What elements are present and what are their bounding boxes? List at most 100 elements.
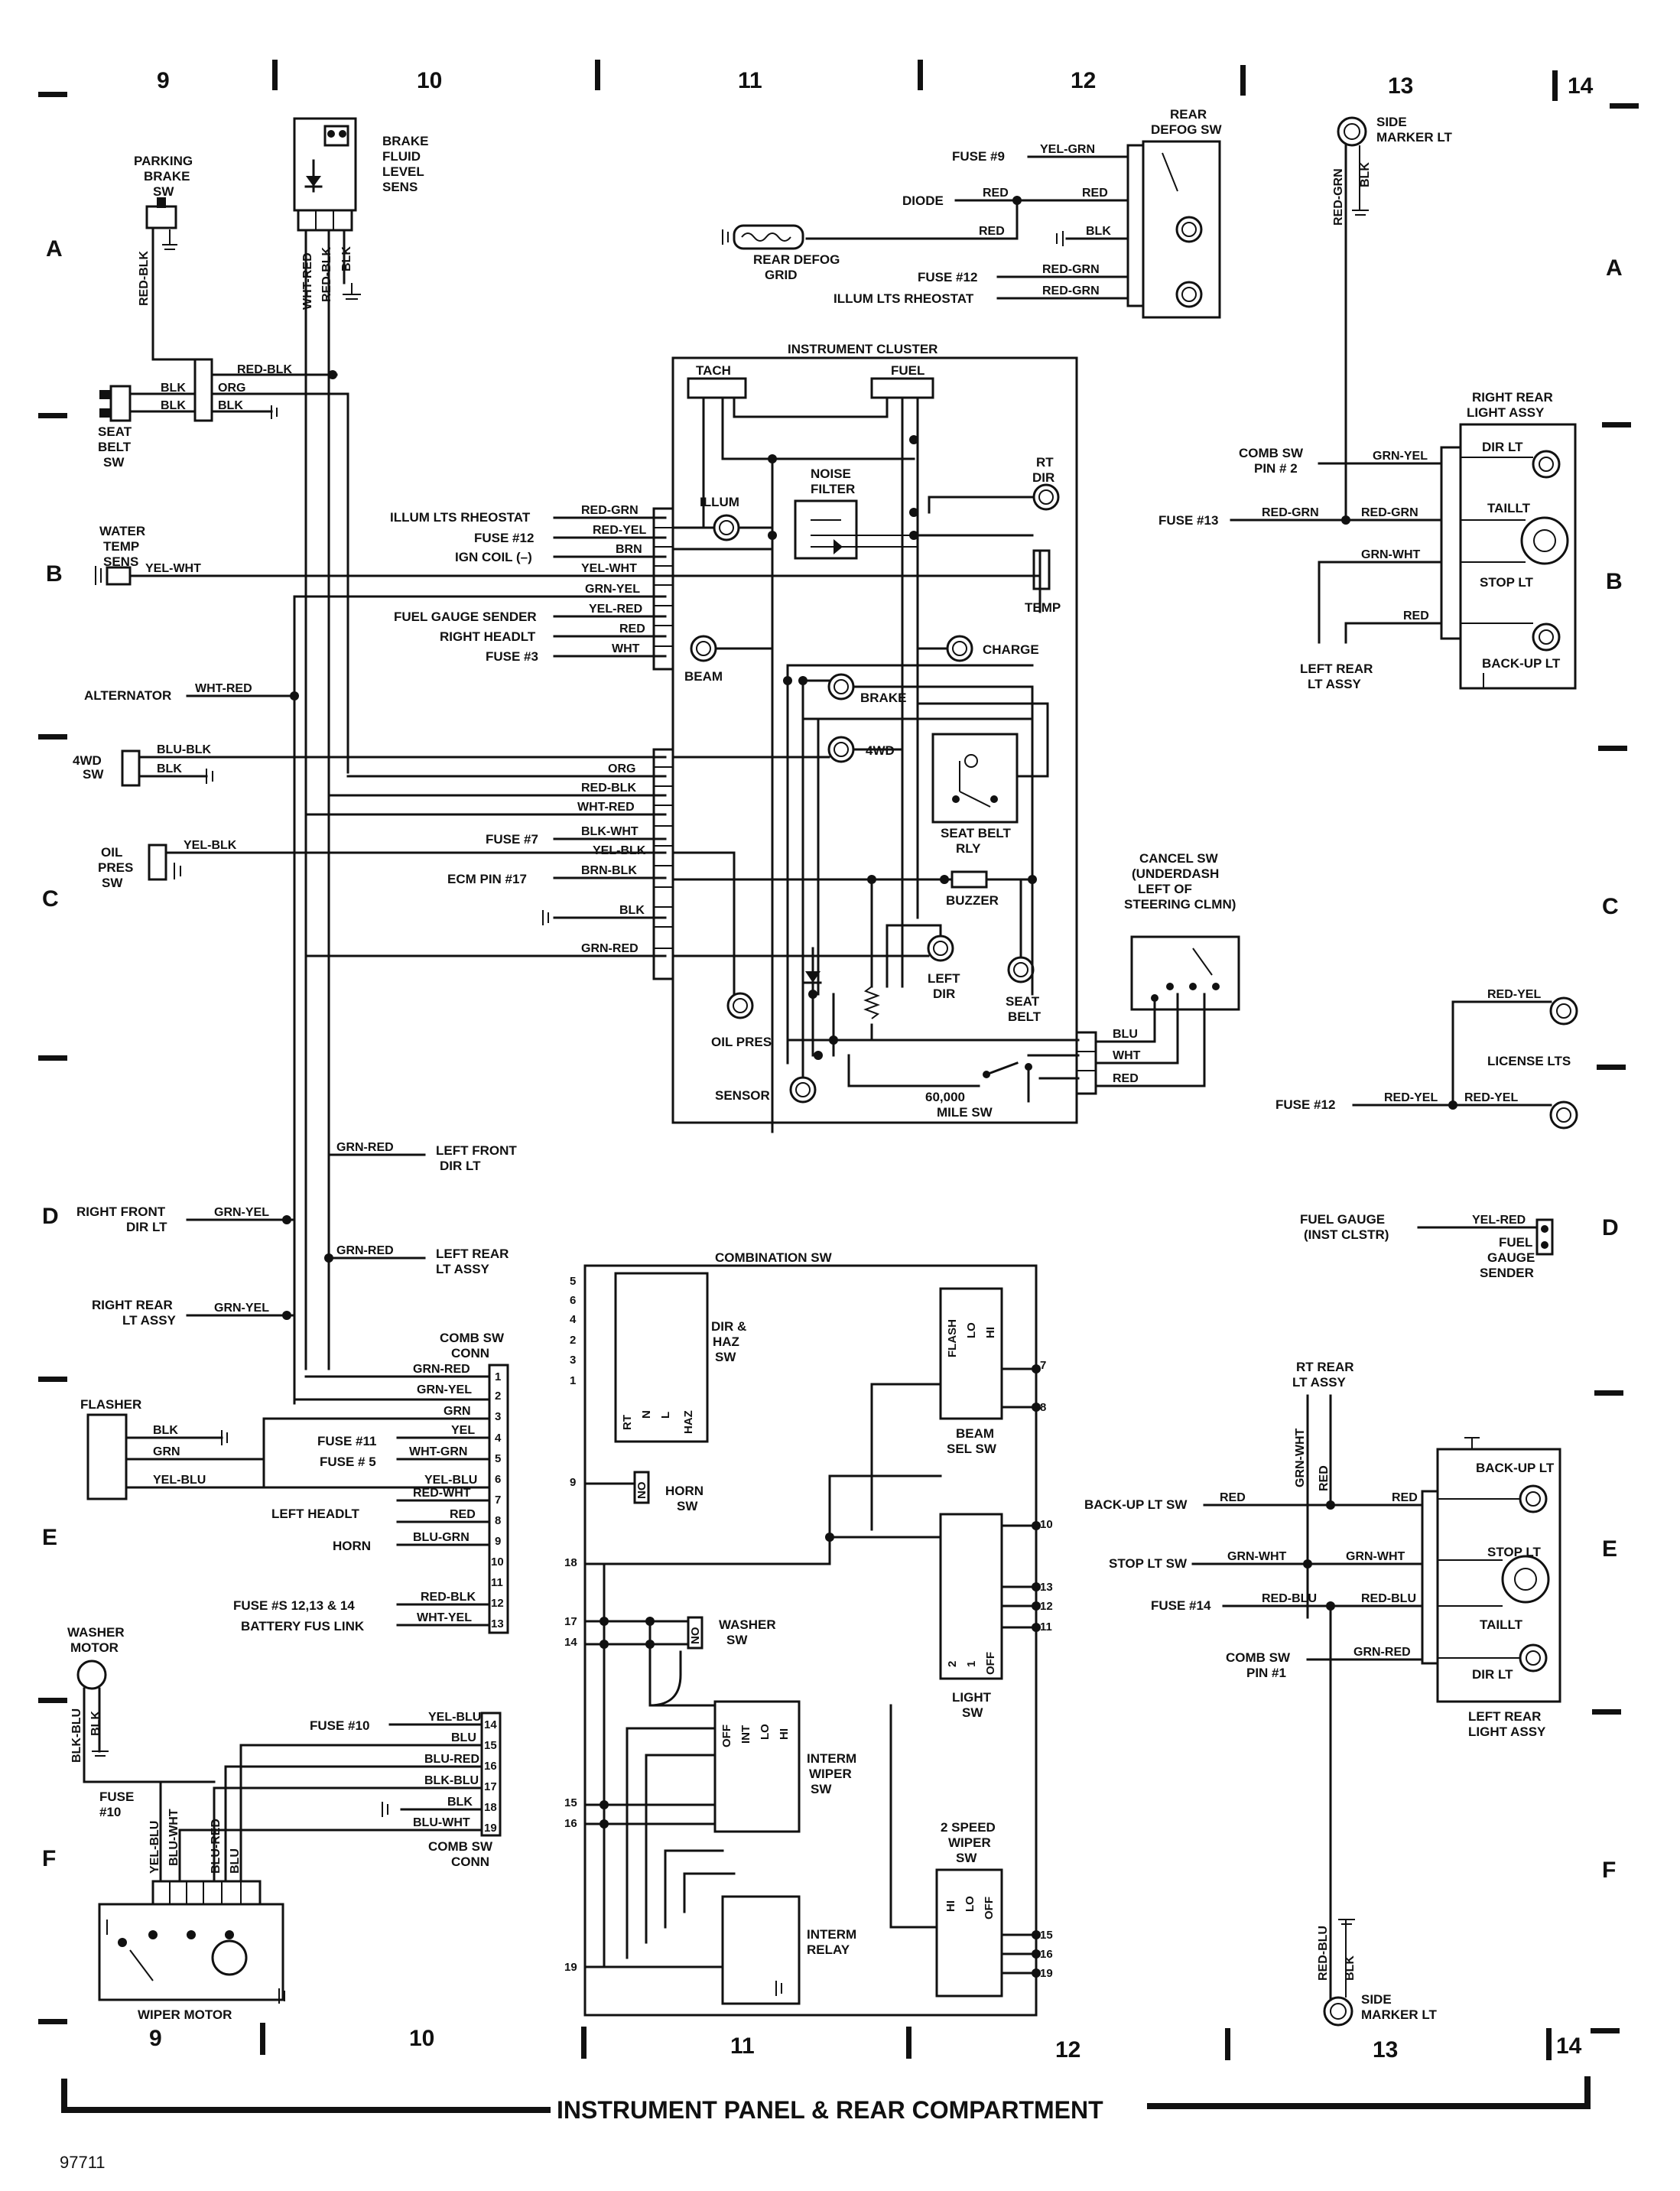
components-wd4-sw-1-label: SW <box>83 767 104 782</box>
wires-blk-blu2-label: BLK-BLU <box>424 1774 479 1787</box>
wires-grn-wht-label: GRN-WHT <box>1227 1550 1287 1563</box>
components-parking-brake-sw-2-label: SW <box>153 184 174 199</box>
wires-yel-red-label: YEL-RED <box>1472 1214 1526 1227</box>
side-marker-bottom: SIDE MARKER LT RED-BLU BLK <box>1317 1919 1437 2027</box>
switch-cols-light-0-label: 2 <box>946 1661 959 1667</box>
footer-title-bar: INSTRUMENT PANEL & REAR COMPARTMENT 9771… <box>60 2076 1591 2172</box>
row-label-left-D: D <box>42 1204 59 1229</box>
components-comb-sw-conn-1-label: CONN <box>451 1855 489 1869</box>
components-right-front-dir-lt-1-label: DIR LT <box>126 1220 167 1234</box>
row-label-right-A: A <box>1606 255 1623 281</box>
wires-red-blu-label: RED-BLU <box>1361 1592 1416 1605</box>
cs-right-pins-2-label: 10 <box>1040 1518 1053 1531</box>
conn-pins-top-1-label: 2 <box>495 1390 501 1403</box>
left-refs-battery-fus-link-label: BATTERY FUS LINK <box>241 1619 365 1633</box>
wires-blu-label: BLU <box>229 1848 242 1874</box>
switch-cols-beam-1-label: LO <box>965 1322 978 1338</box>
wires-grn-wht-label: GRN-WHT <box>1361 548 1421 561</box>
wires-wht-red-label: WHT-RED <box>301 252 314 310</box>
components-interm-relay-0-label: INTERM <box>807 1927 856 1942</box>
switch-cols-dir-haz-3-label: HAZ <box>682 1410 695 1434</box>
components-light-sw-1-label: SW <box>962 1705 983 1720</box>
row-label-left-C: C <box>42 886 59 912</box>
components-oil-pres-label: OIL PRES <box>711 1035 772 1049</box>
components-combination-sw-label: COMBINATION SW <box>715 1250 833 1265</box>
dirhaz-pins-3-label: 2 <box>570 1334 576 1347</box>
components-rear-defog-sw-1-label: DEFOG SW <box>1151 122 1223 137</box>
components-brake-fluid-level-sens-1-label: FLUID <box>382 149 421 164</box>
components-rt-dir-1-label: DIR <box>1032 470 1054 485</box>
components-interm-relay-1-label: RELAY <box>807 1942 850 1957</box>
wires-org-label: ORG <box>608 762 635 775</box>
wires-yel-blk-label: YEL-BLK <box>184 839 237 852</box>
components-seat-belt-rly-0-label: SEAT BELT <box>941 826 1012 840</box>
wires-brn-blk-label: BRN-BLK <box>581 864 637 877</box>
wires-grn-label: GRN <box>153 1445 180 1458</box>
wires-red-label: RED <box>1403 610 1429 623</box>
wires-blk-label: BLK <box>89 1711 102 1736</box>
components-sensor-label: SENSOR <box>715 1088 770 1103</box>
left-refs-fuel-gauge-sender-label: FUEL GAUGE SENDER <box>394 610 537 624</box>
wires-grn-yel-label: GRN-YEL <box>214 1302 269 1315</box>
left-refs-fuse-s-label: FUSE #S 12,13 & 14 <box>233 1598 355 1613</box>
dirhaz-pins-5-label: 1 <box>570 1374 576 1387</box>
water-temp-sensor: WATER TEMP SENS YEL-WHT <box>95 524 1041 586</box>
brake-fluid-level-sensor: BRAKE FLUID LEVEL SENS WHT-RED RED-BLK B… <box>293 117 428 1370</box>
components-washer-motor-0-label: WASHER <box>67 1625 125 1640</box>
components-left-rear-lt-assy-1-label: LT ASSY <box>1308 677 1362 691</box>
left-refs-fuse9-label: FUSE #9 <box>952 149 1005 164</box>
left-refs-left-headlt-label: LEFT HEADLT <box>271 1507 360 1521</box>
wires-wht-grn-label: WHT-GRN <box>409 1445 467 1458</box>
4wd-switch: 4WD SW BLU-BLK BLK <box>73 743 667 787</box>
left-refs-fuse10b-1-label: #10 <box>99 1805 121 1819</box>
wires-red-label: RED <box>1318 1465 1331 1491</box>
fuel-gauge-sender: FUEL GAUGE (INST CLSTR) YEL-RED FUEL GAU… <box>1300 1212 1554 1280</box>
components-left-dir-0-label: LEFT <box>928 971 960 986</box>
components-seat-belt-rly-1-label: RLY <box>956 841 981 856</box>
switch-cols-washer-no-label: NO <box>689 1627 702 1644</box>
components-parking-brake-sw-0-label: PARKING <box>134 154 193 168</box>
oil-pressure-switch: OIL PRES SW YEL-BLK <box>98 839 667 890</box>
components-speed-wiper-sw-0-label: 2 SPEED <box>941 1820 996 1835</box>
components-dir-haz-sw-2-label: SW <box>715 1350 736 1364</box>
left-refs-ecm-pin17-label: ECM PIN #17 <box>447 872 527 886</box>
components-comb-sw-conn-0-label: COMB SW <box>428 1839 493 1854</box>
col-label-bottom-10: 10 <box>409 2026 434 2051</box>
left-rear-light-assy: RT REAR LT ASSY GRN-WHT RED BACK-UP LT S… <box>1084 1360 1561 2001</box>
components-left-rear-lt-assy-mid-1-label: LT ASSY <box>436 1262 490 1276</box>
left-refs-fuse5-label: FUSE # 5 <box>320 1455 376 1469</box>
cs-right-pins-5-label: 11 <box>1040 1620 1052 1633</box>
wires-grn-red-label: GRN-RED <box>1353 1646 1411 1659</box>
wires-grn-red-label: GRN-RED <box>413 1363 470 1376</box>
switch-cols-beam-2-label: HI <box>984 1327 997 1338</box>
switch-cols-speed2-2-label: OFF <box>983 1897 996 1920</box>
wires-red-wht-label: RED-WHT <box>413 1487 471 1500</box>
left-refs-horn-label: HORN <box>333 1539 371 1553</box>
wires-red-grn-label: RED-GRN <box>1262 506 1319 519</box>
wires-yel-blu-label: YEL-BLU <box>424 1474 477 1487</box>
components-fuel-label: FUEL <box>891 363 924 378</box>
wires-red-blk-label: RED-BLK <box>320 247 333 302</box>
wires-yel-blu-label: YEL-BLU <box>428 1711 481 1724</box>
figure-number: 97711 <box>60 2153 106 2172</box>
components-horn-sw-1-label: SW <box>677 1499 698 1513</box>
components-brake-fluid-level-sens-0-label: BRAKE <box>382 134 428 148</box>
components-right-rear-light-assy-1-label: LIGHT ASSY <box>1467 405 1545 420</box>
components-left-front-dir-lt-0-label: LEFT FRONT <box>436 1143 517 1158</box>
components-stop-lt-label: STOP LT <box>1480 575 1534 590</box>
components-back-up-lt-label: BACK-UP LT <box>1476 1461 1555 1475</box>
switch-cols-dir-haz-0-label: RT <box>621 1415 634 1430</box>
conn-pins-top-10-label: 11 <box>491 1576 503 1589</box>
wires-grn-wht-label: GRN-WHT <box>1346 1550 1405 1563</box>
components-charge-label: CHARGE <box>983 642 1039 657</box>
wires-blk-label: BLK <box>1086 225 1111 238</box>
components-left-rear-lt-assy-0-label: LEFT REAR <box>1300 662 1373 676</box>
components-fuel-gauge-sender-1-label: GAUGE <box>1487 1250 1535 1265</box>
components-water-temp-sens-1-label: TEMP <box>103 539 139 554</box>
row-label-left-E: E <box>42 1525 57 1550</box>
left-refs-illum-lts-rheostat-b-label: ILLUM LTS RHEOSTAT <box>834 291 974 306</box>
switch-cols-interm-1-label: INT <box>739 1725 752 1744</box>
wires-red-label: RED <box>1113 1072 1139 1085</box>
wires-red-blk-label: RED-BLK <box>581 782 636 795</box>
rear-defog-switch: REAR DEFOG SW FUSE #9 YEL-GRN DIODE RED … <box>805 107 1223 319</box>
